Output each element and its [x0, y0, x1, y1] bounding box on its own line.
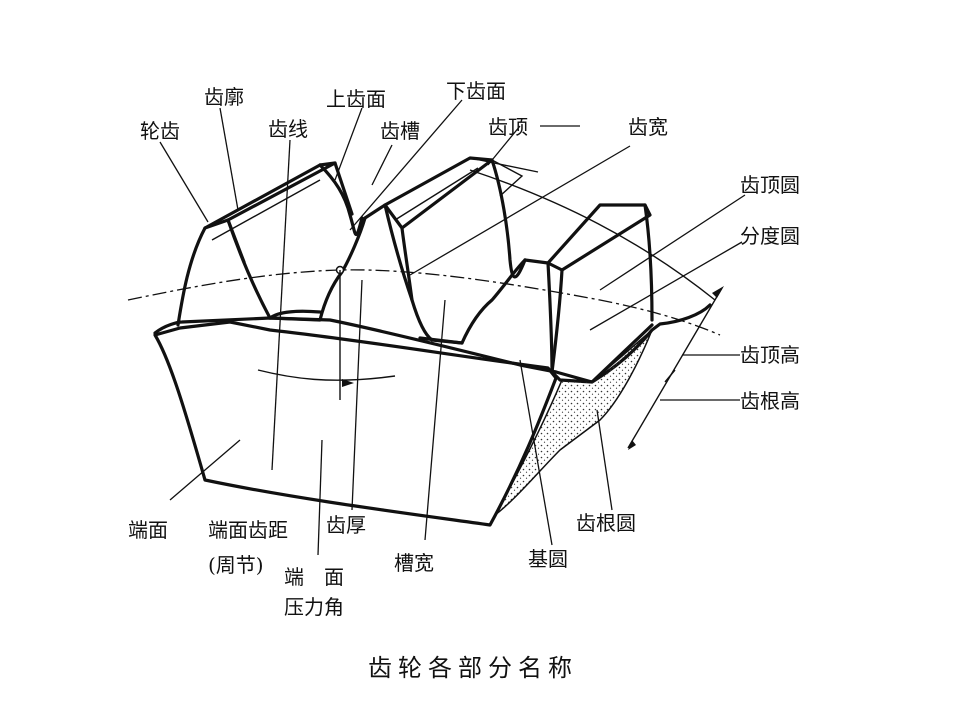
figure-caption: 齿轮各部分名称	[368, 654, 578, 682]
label-chi-ding-yuan: 齿顶圆	[740, 173, 800, 197]
label-ji-yuan: 基圆	[528, 547, 568, 571]
pitch-circle-line	[127, 269, 721, 336]
label-chi-kuo: 齿廓	[204, 85, 244, 109]
label-chi-gen-gao: 齿根高	[740, 389, 800, 413]
label-duan-mian-2: 端 面	[284, 565, 344, 589]
valley-1	[268, 216, 367, 322]
label-cao-kuan: 槽宽	[394, 551, 434, 575]
tooth-1	[176, 161, 364, 327]
label-chi-xian: 齿线	[268, 117, 308, 141]
label-chi-gen-yuan: 齿根圆	[576, 511, 636, 535]
label-chi-kuan: 齿宽	[628, 115, 668, 139]
label-xia-chi-mian: 下齿面	[446, 79, 506, 103]
pressure-angle-arc	[257, 369, 396, 381]
label-fen-du-yuan: 分度圆	[740, 224, 800, 248]
addendum-line	[469, 169, 716, 301]
leader-lines	[159, 99, 746, 556]
label-lun-chi: 轮齿	[140, 119, 180, 143]
stippled-section	[494, 329, 653, 516]
labels: 轮齿 齿廓 齿线 上齿面 齿槽 下齿面 齿顶 齿宽 齿顶圆 分度圆 齿顶高 齿根…	[128, 79, 800, 619]
label-duan-mian-chi-ju: 端面齿距	[208, 518, 288, 542]
label-shang-chi-mian: 上齿面	[326, 87, 386, 111]
label-ya-li-jiao: 压力角	[284, 595, 344, 619]
label-chi-hou: 齿厚	[326, 513, 366, 537]
root-edge	[153, 316, 558, 374]
gear-drawing	[127, 156, 724, 527]
label-zhou-jie: (周节)	[208, 553, 264, 577]
valley-2	[418, 258, 527, 345]
height-dimension-line	[627, 287, 723, 449]
label-chi-ding: 齿顶	[488, 115, 528, 139]
pressure-angle-arrow	[342, 379, 354, 387]
label-chi-cao: 齿槽	[380, 119, 420, 143]
label-duan-mian: 端面	[128, 518, 168, 542]
label-chi-ding-gao: 齿顶高	[740, 343, 800, 367]
